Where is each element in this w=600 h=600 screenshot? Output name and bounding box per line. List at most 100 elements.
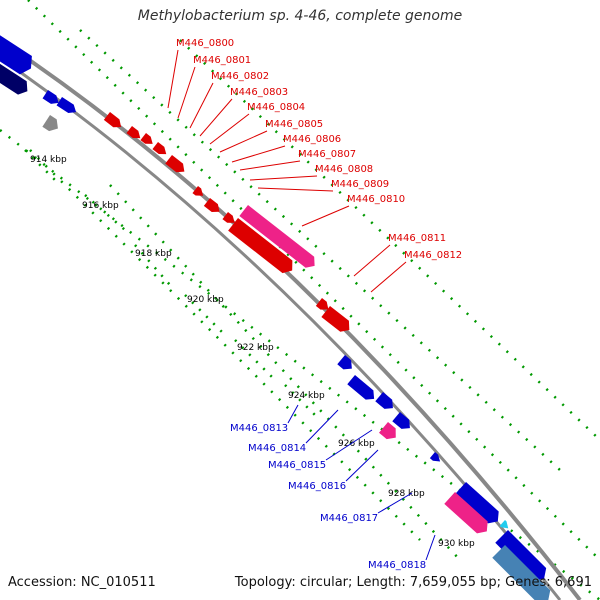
leader-line: [209, 113, 250, 145]
red-gene-shape: [315, 298, 329, 310]
red-gene-shape: [103, 112, 122, 128]
blue-gene: [455, 482, 499, 524]
blue-feature-shape: [56, 97, 77, 114]
blue-gene-shape: [455, 482, 499, 524]
gene-label-text: M446_0815: [268, 460, 326, 471]
leader-line: [425, 534, 436, 561]
leader-line: [189, 82, 214, 129]
pink-feature-shape: [379, 422, 396, 440]
leader-line: [377, 492, 413, 514]
leader-line: [325, 429, 373, 461]
lower-gene-label: M446_0813: [230, 404, 299, 434]
gene-label-text: M446_0802: [211, 71, 269, 82]
backbone-outer: [0, 38, 582, 600]
blue-feature: [56, 97, 77, 114]
cyan-feature-shape: [499, 520, 509, 529]
blue-gene: [392, 412, 410, 429]
upper-gene-label: M446_0808: [249, 164, 373, 181]
genome-summary-text: Topology: circular; Length: 7,659,055 bp…: [234, 575, 592, 590]
gene-label-text: M446_0811: [388, 233, 446, 244]
lower-gene-label: M446_0817: [320, 492, 413, 524]
map-title: Methylobacterium sp. 4-46, complete geno…: [137, 8, 463, 24]
blue-gene-shape: [495, 530, 547, 581]
scale-label: 920 kbp: [187, 295, 224, 305]
blue-gene-shape: [347, 375, 375, 400]
red-gene-shape: [140, 133, 153, 144]
gene-label-text: M446_0816: [288, 481, 346, 492]
lower-gene-label: M446_0814: [248, 409, 339, 454]
red-gene-shape: [203, 198, 220, 213]
red-gene: [315, 298, 329, 310]
blue-gene: [347, 375, 375, 400]
red-gene-shape: [126, 126, 141, 139]
red-gene: [321, 306, 350, 332]
red-gene: [222, 212, 235, 223]
gene-features: [0, 32, 551, 600]
gene-label-text: M446_0800: [176, 38, 234, 49]
blue-gene: [429, 452, 441, 462]
leader-line: [345, 449, 379, 482]
blue-feature-shape: [42, 90, 59, 104]
gene-label-text: M446_0807: [298, 149, 356, 160]
gene-label-text: M446_0813: [230, 423, 288, 434]
leader-line: [353, 244, 391, 277]
red-gene-shape: [152, 142, 167, 155]
leader-line: [301, 205, 350, 227]
scale-label: 914 kbp: [30, 155, 67, 165]
gene-label-text: M446_0809: [331, 179, 389, 190]
scale-label: 924 kbp: [288, 391, 325, 401]
upper-gene-label: M446_0805: [219, 119, 323, 153]
red-gene-shape: [222, 212, 235, 223]
upper-gene-label: M446_0806: [231, 134, 341, 163]
accession-text: Accession: NC_010511: [8, 575, 156, 590]
scale-label: 930 kbp: [438, 539, 475, 549]
dark-feature: [0, 60, 28, 95]
gene-label-text: M446_0808: [315, 164, 373, 175]
leader-line: [249, 175, 318, 181]
grey-feature: [42, 115, 58, 132]
scale-tick: [24, 149, 61, 186]
red-gene: [203, 198, 220, 213]
scale-label: 926 kbp: [338, 439, 375, 449]
pink-feature-shape: [444, 492, 488, 534]
upper-gene-label: M446_0802: [189, 71, 269, 129]
pink-feature-shape: [239, 205, 315, 268]
scale-tick: [284, 384, 321, 421]
tick-line: [27, 0, 600, 561]
upper-gene-label: M446_0800: [167, 38, 234, 109]
dark-feature-shape: [0, 60, 28, 95]
gene-label-text: M446_0806: [283, 134, 341, 145]
tick-line: [29, 149, 421, 541]
leader-line: [305, 409, 339, 444]
red-gene: [165, 155, 185, 173]
lower-gene-label: M446_0816: [288, 449, 379, 492]
gene-label-text: M446_0804: [247, 102, 305, 113]
leader-line: [239, 160, 301, 171]
gene-label-text: M446_0817: [320, 513, 378, 524]
gene-label-text: M446_0818: [368, 560, 426, 571]
gene-label-text: M446_0810: [347, 194, 405, 205]
red-gene: [152, 142, 167, 155]
gene-label-text: M446_0814: [248, 443, 306, 454]
blue-gene-shape: [375, 392, 393, 409]
red-gene-shape: [228, 218, 293, 274]
pink-feature: [444, 492, 488, 534]
red-gene: [126, 126, 141, 139]
pink-feature: [379, 422, 396, 440]
upper-gene-label: M446_0810: [301, 194, 405, 227]
blue-feature: [0, 32, 32, 75]
red-gene-shape: [321, 306, 350, 332]
upper-gene-labels: M446_0800M446_0801M446_0802M446_0803M446…: [167, 38, 462, 293]
red-gene: [103, 112, 122, 128]
lower-gene-labels: M446_0813M446_0814M446_0815M446_0816M446…: [230, 404, 436, 571]
steelblue-gene: [492, 545, 551, 600]
red-gene-shape: [165, 155, 185, 173]
upper-gene-label: M446_0801: [177, 55, 251, 119]
red-gene-shape: [192, 186, 204, 196]
blue-gene: [375, 392, 393, 409]
scale-label: 928 kbp: [388, 489, 425, 499]
leader-line: [370, 261, 407, 293]
upper-gene-label: M446_0811: [353, 233, 446, 277]
